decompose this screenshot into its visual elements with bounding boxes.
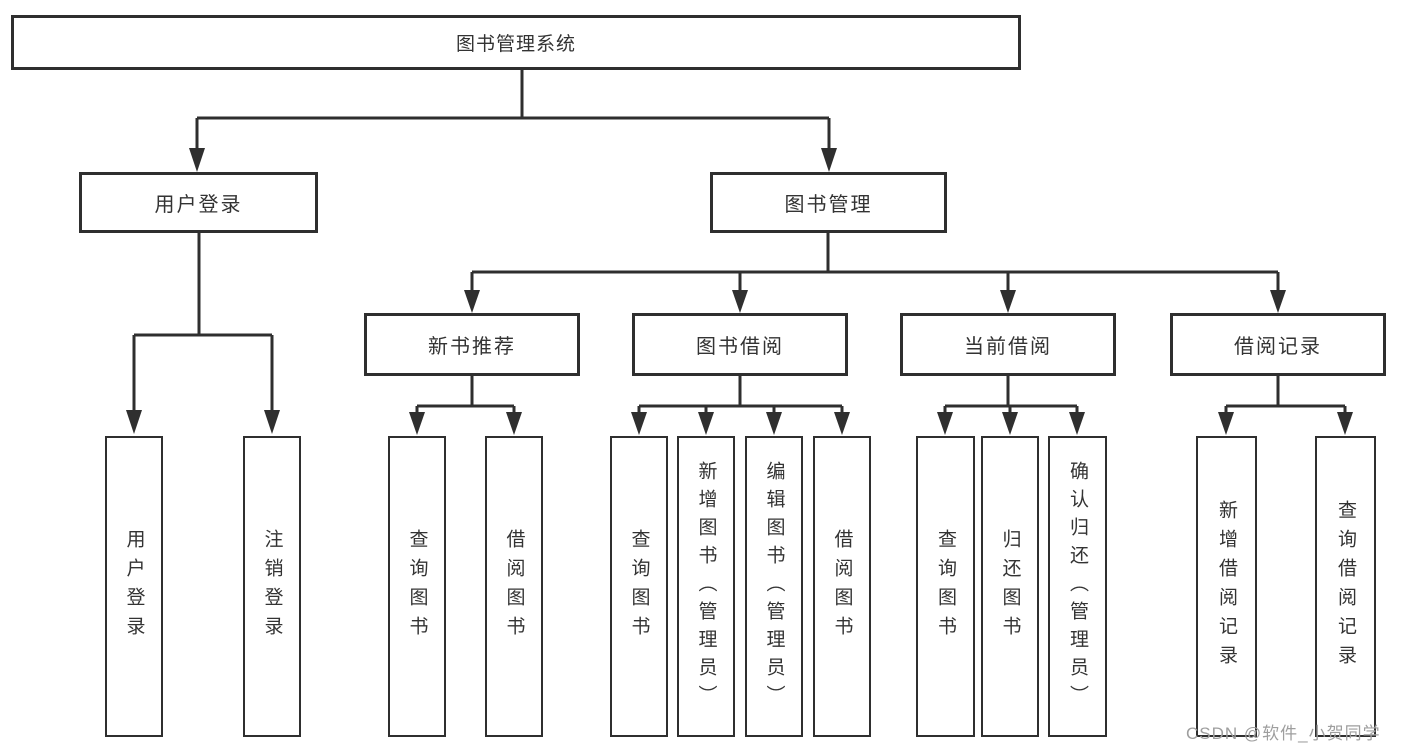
- leaf-return-books: 归还图书: [981, 436, 1039, 737]
- node-book-borrow: 图书借阅: [632, 313, 848, 376]
- node-user-login-label: 用户登录: [154, 194, 243, 216]
- leaf-user-login: 用户登录: [105, 436, 163, 737]
- leaf-add-books-admin-label: 新增图书（管理员）: [695, 460, 717, 713]
- leaf-newbook-borrow-books: 借阅图书: [485, 436, 543, 737]
- leaf-current-query-books: 查询图书: [916, 436, 975, 737]
- leaf-user-login-label: 用户登录: [123, 528, 145, 645]
- leaf-add-borrow-record-label: 新增借阅记录: [1216, 499, 1237, 674]
- leaf-edit-books-admin: 编辑图书（管理员）: [745, 436, 803, 737]
- leaf-newbook-query-books: 查询图书: [388, 436, 446, 737]
- node-user-login: 用户登录: [79, 172, 318, 233]
- leaf-query-borrow-record-label: 查询借阅记录: [1335, 499, 1356, 674]
- node-borrow-records-label: 借阅记录: [1234, 336, 1322, 358]
- node-book-management: 图书管理: [710, 172, 947, 233]
- csdn-watermark: CSDN @软件_小贺同学: [1186, 724, 1381, 743]
- leaf-return-books-label: 归还图书: [999, 528, 1021, 645]
- leaf-newbook-query-books-label: 查询图书: [406, 528, 428, 645]
- node-book-borrow-label: 图书借阅: [696, 336, 784, 358]
- leaf-edit-books-admin-label: 编辑图书（管理员）: [763, 460, 785, 713]
- node-new-book-recommend-label: 新书推荐: [428, 336, 516, 358]
- leaf-logout: 注销登录: [243, 436, 301, 737]
- leaf-confirm-return-admin: 确认归还（管理员）: [1048, 436, 1107, 737]
- leaf-borrow-borrow-books: 借阅图书: [813, 436, 871, 737]
- leaf-logout-label: 注销登录: [261, 528, 283, 645]
- node-borrow-records: 借阅记录: [1170, 313, 1386, 376]
- leaf-confirm-return-admin-label: 确认归还（管理员）: [1067, 460, 1088, 713]
- arrowhead-icons: [126, 148, 1353, 435]
- leaf-borrow-query-books: 查询图书: [610, 436, 668, 737]
- node-current-borrow-label: 当前借阅: [964, 336, 1052, 358]
- node-current-borrow: 当前借阅: [900, 313, 1116, 376]
- node-book-management-label: 图书管理: [784, 194, 873, 216]
- leaf-borrow-borrow-books-label: 借阅图书: [831, 528, 853, 645]
- node-root-label: 图书管理系统: [455, 34, 576, 55]
- leaf-query-borrow-record: 查询借阅记录: [1315, 436, 1376, 737]
- leaf-current-query-books-label: 查询图书: [935, 528, 956, 645]
- node-root-system: 图书管理系统: [11, 15, 1021, 70]
- leaf-borrow-query-books-label: 查询图书: [628, 528, 650, 645]
- node-new-book-recommend: 新书推荐: [364, 313, 580, 376]
- leaf-add-borrow-record: 新增借阅记录: [1196, 436, 1257, 737]
- leaf-newbook-borrow-books-label: 借阅图书: [503, 528, 525, 645]
- leaf-add-books-admin: 新增图书（管理员）: [677, 436, 735, 737]
